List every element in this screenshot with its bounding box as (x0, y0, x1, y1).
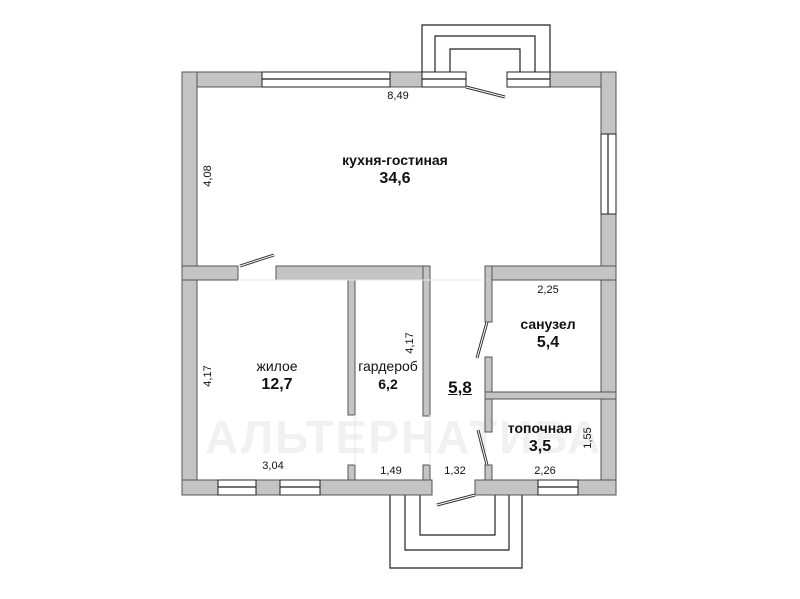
dim-living-height: 4,17 (202, 365, 214, 387)
room-living: жилое 12,7 (242, 358, 312, 394)
interior-walls (181, 265, 617, 481)
outer-walls (181, 71, 617, 496)
room-boiler: топочная 3,5 (500, 420, 580, 456)
room-name: топочная (507, 420, 573, 436)
dim-living-width: 3,04 (262, 460, 284, 472)
windows (217, 71, 617, 496)
bottom-porch-steps (389, 494, 523, 569)
room-area: 5,8 (448, 378, 472, 397)
room-area: 5,4 (536, 334, 560, 351)
dim-boiler-width: 2,26 (534, 465, 556, 477)
dim-kitchen-height: 4,08 (202, 165, 214, 187)
room-name: жилое (256, 358, 298, 374)
room-area: 3,5 (528, 438, 552, 455)
dim-wardrobe-height: 4,17 (404, 332, 416, 354)
top-porch-steps (421, 24, 551, 72)
room-kitchen-living: кухня-гостиная 34,6 (330, 152, 460, 188)
room-wardrobe: гардероб 6,2 (352, 358, 424, 392)
room-area: 34,6 (379, 170, 411, 187)
dim-boiler-height: 1,55 (582, 427, 594, 449)
watermark: АЛЬТЕРНАТИВА (205, 411, 603, 463)
dim-bathroom-width: 2,25 (537, 284, 559, 296)
room-hall: 5,8 (440, 378, 480, 398)
room-name: кухня-гостиная (342, 152, 448, 168)
dim-wardrobe-width: 1,49 (380, 465, 402, 477)
dim-hall-width: 1,32 (444, 465, 466, 477)
dim-kitchen-width: 8,49 (387, 90, 409, 102)
doors (239, 85, 506, 507)
room-name: гардероб (358, 358, 418, 374)
room-area: 12,7 (261, 376, 293, 393)
room-area: 6,2 (378, 376, 398, 392)
room-name: санузел (520, 316, 576, 332)
room-bathroom: санузел 5,4 (508, 316, 588, 352)
